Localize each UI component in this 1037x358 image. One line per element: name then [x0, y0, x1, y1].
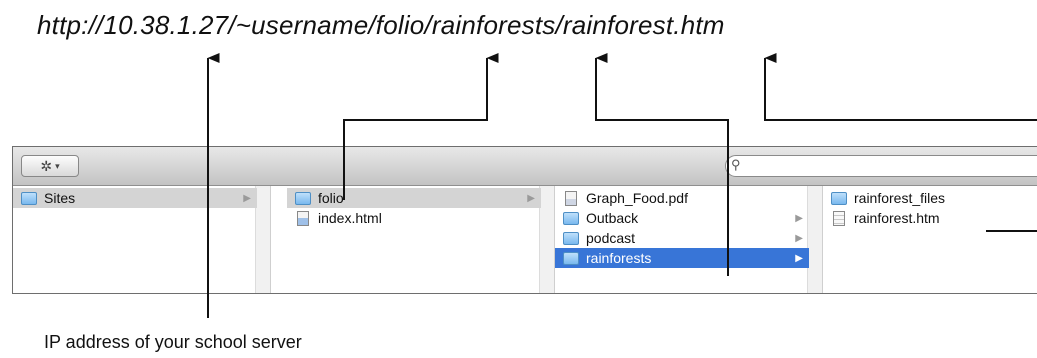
gear-icon: ✲ — [40, 157, 53, 174]
column-scroll-edge[interactable] — [255, 186, 270, 293]
item-label: podcast — [586, 230, 636, 246]
folder-icon — [21, 191, 37, 205]
list-item-rainforests[interactable]: rainforests ▶ — [555, 248, 809, 268]
list-item-sites[interactable]: Sites ▶ — [13, 188, 257, 208]
arrow-rainforest-htm — [764, 53, 1037, 121]
column-scroll-edge[interactable] — [539, 186, 554, 293]
chevron-right-icon: ▶ — [795, 232, 803, 244]
item-label: rainforests — [586, 250, 652, 266]
list-item-folio[interactable]: folio ▶ — [287, 188, 541, 208]
list-item-podcast[interactable]: podcast ▶ — [555, 228, 809, 248]
item-label: folio — [318, 190, 344, 206]
list-item-outback[interactable]: Outback ▶ — [555, 208, 809, 228]
htm-file-icon — [833, 210, 845, 226]
item-label: Sites — [44, 190, 76, 206]
item-label: rainforest.htm — [854, 210, 940, 226]
list-item-rainforest-files[interactable]: rainforest_files — [823, 188, 1037, 208]
folder-icon — [563, 251, 579, 265]
chevron-right-icon: ▶ — [527, 192, 535, 204]
folder-icon — [831, 191, 847, 205]
dropdown-arrow-icon: ▾ — [55, 160, 60, 171]
url-text: http://10.38.1.27/~username/folio/rainfo… — [37, 10, 725, 40]
list-item-rainforest-htm[interactable]: rainforest.htm — [823, 208, 1037, 228]
item-label: rainforest_files — [854, 190, 946, 206]
folder-icon — [295, 191, 311, 205]
folder-icon — [563, 211, 579, 225]
chevron-right-icon: ▶ — [795, 252, 803, 264]
browser-column-1: Sites ▶ — [13, 186, 271, 293]
browser-column-4: rainforest_files rainforest.htm — [823, 186, 1037, 293]
html-file-icon — [297, 210, 309, 226]
action-menu-button[interactable]: ✲▾ — [21, 155, 79, 177]
magnifier-icon: ⚲ — [731, 157, 741, 172]
column-scroll-edge[interactable] — [807, 186, 822, 293]
browser-column-3: Graph_Food.pdf Outback ▶ podcast ▶ rainf… — [555, 186, 823, 293]
finder-window: ✲▾ ⚲ Sites ▶ folio ▶ index.html Graph_Fo… — [12, 146, 1037, 294]
folder-icon — [563, 231, 579, 245]
finder-toolbar: ✲▾ ⚲ — [13, 147, 1037, 186]
browser-column-2: folio ▶ index.html — [287, 186, 555, 293]
caption-ip-address: IP address of your school server — [44, 332, 302, 352]
chevron-right-icon: ▶ — [243, 192, 251, 204]
pdf-file-icon — [565, 190, 577, 206]
search-input[interactable] — [725, 155, 1037, 177]
list-item-graph-food[interactable]: Graph_Food.pdf — [555, 188, 809, 208]
item-label: Outback — [586, 210, 639, 226]
list-item-index-html[interactable]: index.html — [287, 208, 541, 228]
chevron-right-icon: ▶ — [795, 212, 803, 224]
item-label: index.html — [318, 210, 382, 226]
item-label: Graph_Food.pdf — [586, 190, 688, 206]
